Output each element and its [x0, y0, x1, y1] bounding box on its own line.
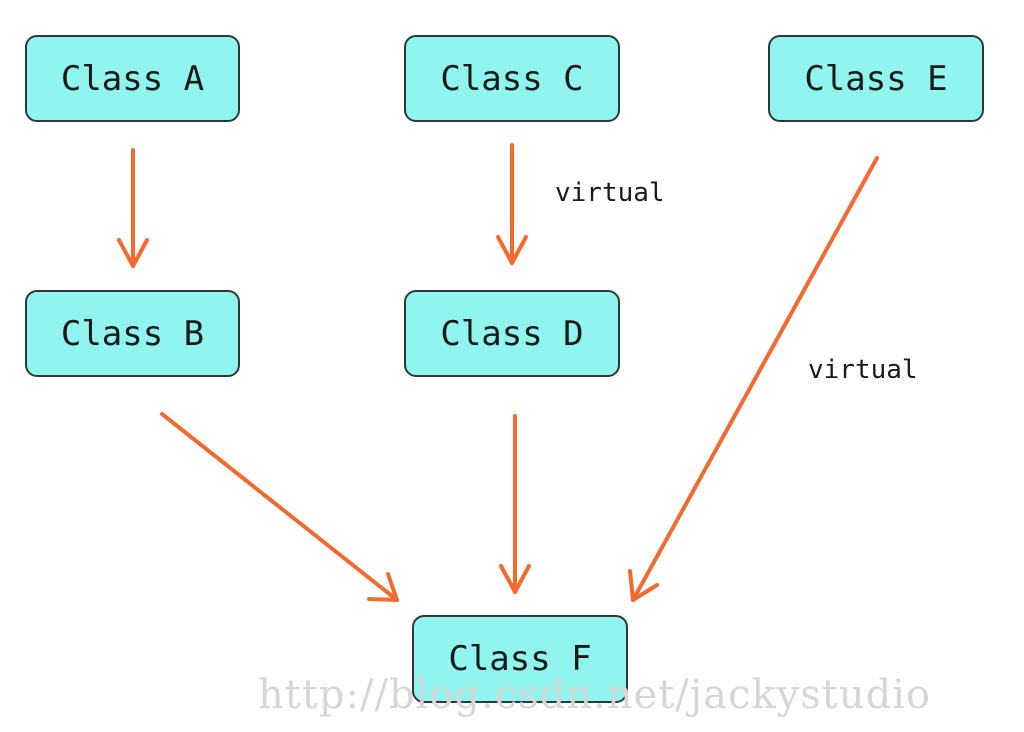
arrow-d-to-f	[499, 414, 531, 594]
class-f-node: Class F	[412, 615, 628, 703]
class-c-node: Class C	[404, 35, 620, 122]
class-b-node: Class B	[25, 290, 240, 377]
edge-label-virtual-c-d: virtual	[555, 178, 665, 208]
arrow-b-to-f	[160, 412, 399, 602]
class-a-node: Class A	[25, 35, 240, 122]
edge-label-virtual-e-f: virtual	[808, 355, 918, 385]
class-e-node: Class E	[768, 35, 984, 122]
class-d-node: Class D	[404, 290, 620, 377]
arrow-e-to-f	[628, 156, 879, 602]
watermark: http://blog.csdn.net/jackystudio	[258, 672, 932, 718]
arrow-a-to-b	[117, 148, 149, 268]
arrow-c-to-d	[496, 143, 528, 265]
